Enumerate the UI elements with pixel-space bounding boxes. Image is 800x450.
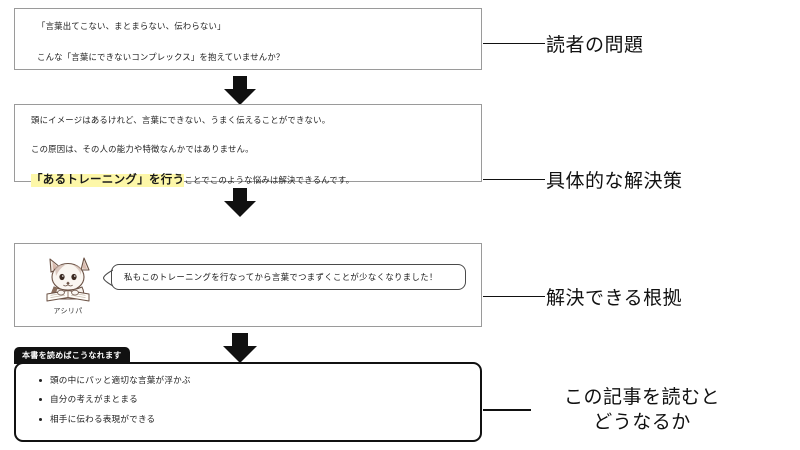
annotation-leader-line — [483, 409, 531, 411]
list-item: 頭の中にパッと適切な言葉が浮かぶ — [39, 375, 480, 385]
solution-emphasis-line: 「あるトレーニング」を行うことでこのような悩みは解決できるんです。 — [31, 170, 481, 188]
problem-line-1: 「言葉出てこない、まとまらない、伝わらない」 — [37, 21, 226, 31]
solution-line-2: この原因は、その人の能力や特徴なんかではありません。 — [31, 143, 254, 154]
solution-emphasis-rest: ことでこのような悩みは解決できるんです。 — [184, 175, 355, 185]
annotation-label: 具体的な解決策 — [546, 171, 683, 192]
character-block: アシリパ — [37, 254, 99, 316]
flow-box-solution: 頭にイメージはあるけれど、言葉にできない、うまく伝えることができない。 この原因… — [14, 104, 482, 187]
arrow-down-icon — [222, 76, 258, 106]
outcome-tab-label: 本書を読めばこうなれます — [14, 347, 130, 364]
character-name-label: アシリパ — [53, 308, 83, 315]
annotation-label: この記事を読むと どうなるか — [537, 385, 747, 435]
speech-bubble-text: 私もこのトレーニングを行なってから言葉でつまずくことが少なくなりました！ — [124, 272, 438, 282]
annotation-leader-line — [483, 42, 545, 45]
annotation-solution: 具体的な解決策 — [483, 166, 683, 193]
arrow-down-icon — [222, 333, 258, 363]
annotation-outcome: この記事を読むと どうなるか — [483, 385, 747, 435]
list-item: 自分の考えがまとまる — [39, 394, 480, 404]
speech-bubble-tail-icon — [103, 269, 113, 287]
problem-line-2: こんな「言葉にできないコンプレックス」を抱えていませんか？ — [37, 51, 285, 62]
annotation-leader-line — [483, 178, 545, 181]
flow-box-outcome: 本書を読めばこうなれます 頭の中にパッと適切な言葉が浮かぶ 自分の考えがまとまる… — [14, 347, 482, 442]
arrow-down-icon — [222, 188, 258, 218]
annotation-leader-line — [483, 295, 545, 298]
solution-line-1: 頭にイメージはあるけれど、言葉にできない、うまく伝えることができない。 — [31, 115, 331, 125]
annotation-problem: 読者の問題 — [483, 30, 644, 57]
cat-reading-book-icon — [46, 257, 90, 302]
solution-highlighted-text: 「あるトレーニング」を行う — [31, 174, 185, 187]
annotation-label-line-2: どうなるか — [593, 412, 691, 434]
annotation-label: 読者の問題 — [546, 35, 644, 56]
flow-box-evidence: アシリパ 私もこのトレーニングを行なってから言葉でつまずくことが少なくなりました… — [14, 243, 482, 327]
speech-bubble: 私もこのトレーニングを行なってから言葉でつまずくことが少なくなりました！ — [103, 264, 466, 290]
annotation-evidence: 解決できる根拠 — [483, 283, 682, 310]
annotation-label: 解決できる根拠 — [546, 288, 683, 309]
list-item: 相手に伝わる表現ができる — [39, 414, 480, 424]
flow-box-problem: 「言葉出てこない、まとまらない、伝わらない」 こんな「言葉にできないコンプレック… — [14, 8, 482, 70]
outcome-list: 頭の中にパッと適切な言葉が浮かぶ 自分の考えがまとまる 相手に伝わる表現ができる — [16, 364, 480, 424]
annotation-label-line-1: この記事を読むと — [563, 387, 720, 408]
